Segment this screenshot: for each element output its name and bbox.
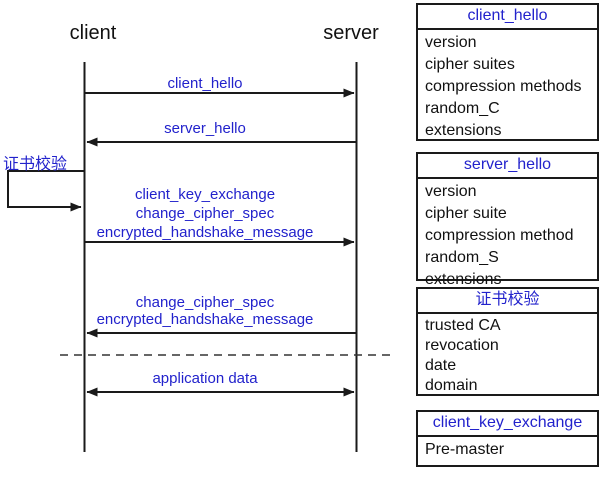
- actor-label-server: server: [323, 22, 379, 44]
- message-label-client-hello: client_hello: [167, 75, 243, 92]
- info-box-item: random_S: [425, 249, 499, 266]
- message-line: change_cipher_spec: [135, 294, 275, 311]
- actor-label-client: client: [69, 22, 117, 44]
- info-box-title: server_hello: [418, 154, 597, 179]
- info-box-client-key-exchange: client_key_exchange Pre-master: [416, 410, 599, 467]
- info-box-item: date: [425, 357, 457, 374]
- info-box-cert-check: 证书校验 trusted CA revocation date domain: [416, 287, 599, 396]
- info-box-title: client_hello: [418, 5, 597, 30]
- info-box-item: extensions: [425, 271, 502, 288]
- info-box-title: 证书校验: [418, 289, 597, 314]
- info-box-item: version: [425, 183, 477, 200]
- info-box-body: trusted CA revocation date domain: [418, 314, 597, 396]
- info-box-item: cipher suite: [425, 205, 507, 222]
- info-box-item: compression methods: [425, 78, 582, 95]
- message-label-server-finish: change_cipher_spec encrypted_handshake_m…: [70, 294, 340, 328]
- info-box-title: client_key_exchange: [418, 412, 597, 437]
- info-box-item: extensions: [425, 122, 502, 139]
- cert-check-self-loop-arrow: [7, 170, 84, 212]
- info-box-item: version: [425, 34, 477, 51]
- message-label-application-data: application data: [152, 370, 258, 387]
- info-box-item: trusted CA: [425, 317, 501, 334]
- info-box-item: Pre-master: [425, 441, 505, 458]
- info-box-item: revocation: [425, 337, 499, 354]
- info-box-item: cipher suites: [425, 56, 515, 73]
- message-line: encrypted_handshake_message: [96, 311, 314, 328]
- message-line: change_cipher_spec: [135, 205, 275, 222]
- info-box-item: random_C: [425, 100, 500, 117]
- cert-check-label: 证书校验: [3, 156, 68, 173]
- info-box-body: Pre-master: [418, 437, 597, 461]
- info-box-body: version cipher suites compression method…: [418, 30, 597, 142]
- message-line: client_key_exchange: [134, 186, 276, 203]
- info-box-item: domain: [425, 377, 478, 394]
- message-line: encrypted_handshake_message: [96, 224, 314, 241]
- info-box-client-hello: client_hello version cipher suites compr…: [416, 3, 599, 141]
- message-label-client-finish: client_key_exchange change_cipher_spec e…: [70, 185, 340, 242]
- info-box-server-hello: server_hello version cipher suite compre…: [416, 152, 599, 288]
- info-box-body: version cipher suite compression method …: [418, 179, 597, 291]
- message-label-server-hello: server_hello: [164, 120, 246, 137]
- info-box-item: compression method: [425, 227, 574, 244]
